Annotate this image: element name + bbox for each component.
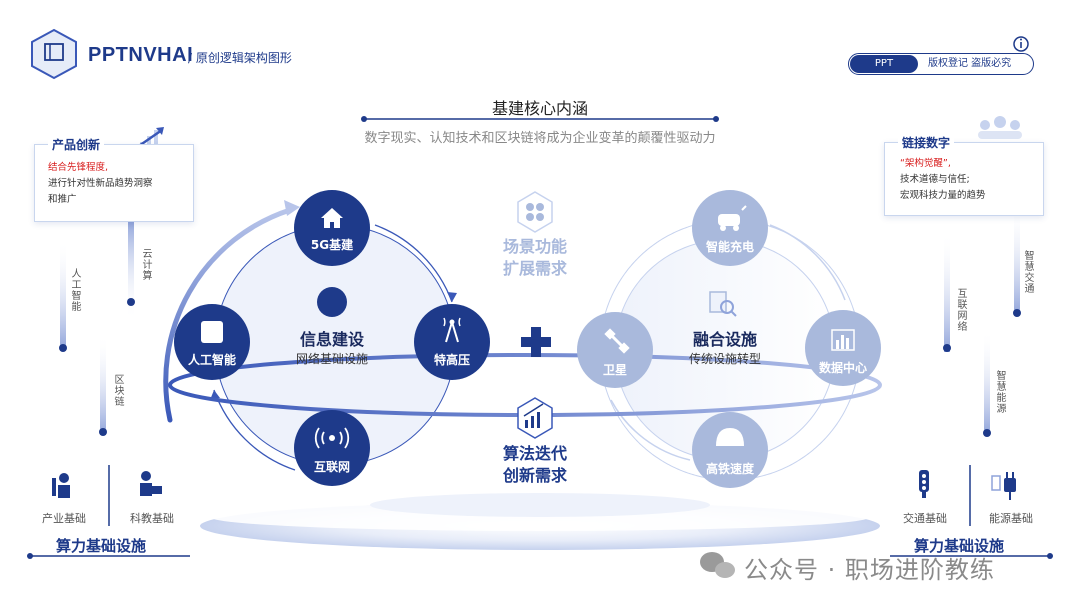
right-card-line3: 宏观科技力量的趋势 [900,190,986,201]
node-label-satellite: 卫星 [602,363,627,377]
pillar-label-ai: 人工智能 [69,268,80,312]
node-label-uhv: 特高压 [433,353,470,367]
right-pillars [943,205,1021,437]
bottom-left-item-education: 科教基础 [130,512,174,525]
node-label-5g: 5G基建 [310,238,354,252]
node-label-internet: 互联网 [313,460,350,474]
bottom-right-underline [890,553,1053,559]
traffic-light-icon [919,470,929,498]
info-icon [1013,36,1029,52]
brand-name: PPTNVHAI [88,44,194,66]
copyright-ppt-badge: PPT [850,55,918,73]
cube-logo-icon [31,28,77,80]
right-card-line2: 技术道德与信任; [900,174,970,185]
title-divider [361,116,719,122]
people-icon [978,116,1022,139]
scene-label-line2: 扩展需求 [502,259,567,278]
left-card-line2: 进行针对性新品趋势洞察 [48,178,153,189]
node-label-highspeed: 高铁速度 [705,462,754,476]
wechat-icon [700,552,735,578]
left-group-subtitle: 网络基础设施 [295,352,368,366]
pillar-label-traffic: 智慧交通 [1022,250,1033,294]
watermark-text: 公众号 · 职场进阶教练 [744,556,995,584]
wifi-icon [314,427,350,449]
right-group-title: 融合设施 [692,330,757,349]
brand-subtitle: / 原创逻辑架构图形 [188,51,292,65]
plug-icon [991,472,1016,500]
copyright-pill [848,53,1034,75]
page-title: 基建核心内涵 [491,99,588,118]
left-pillars [59,220,135,436]
left-group-title: 信息建设 [299,330,364,349]
pillar-label-blockchain: 区块链 [112,374,123,407]
growth-icon [517,397,553,439]
node-5g [294,190,370,266]
plus-icon [521,327,551,357]
node-ai [174,304,250,380]
pillar-label-network: 互联网络 [955,288,966,332]
bottom-left-underline [27,553,190,559]
bottom-right-item-traffic: 交通基础 [903,512,947,525]
teacher-icon [140,471,162,496]
search-doc-icon [709,291,737,317]
train-icon [716,428,744,446]
satellite-icon [604,328,630,354]
platform-base [200,493,880,550]
node-label-charging: 智能充电 [705,240,754,254]
center-dot [317,287,347,317]
bottom-left-item-industry: 产业基础 [42,512,86,525]
bar-chart-icon [831,329,855,351]
node-charging [692,190,768,266]
car-charge-icon [718,205,747,231]
left-info-card [34,144,194,222]
node-uhv [414,304,490,380]
node-label-ai: 人工智能 [187,353,236,367]
right-card-line1: “架构觉醒”, [900,158,951,169]
bottom-right-title: 算力基础设施 [914,537,1005,555]
right-card-title: 链接数字 [898,134,955,151]
left-card-line1: 结合先锋程度, [48,162,109,173]
algo-label-line1: 算法迭代 [502,444,567,463]
pillar-label-cloud: 云计算 [140,248,151,281]
node-internet [294,410,370,486]
page-subtitle: 数字现实、认知技术和区块链将成为企业变革的颠覆性驱动力 [364,131,716,146]
scene-label-line1: 场景功能 [502,237,567,256]
node-label-datacenter: 数据中心 [818,361,867,375]
copyright-text: 版权登记 盗版必究 [928,58,1012,69]
worker-icon [52,473,70,498]
bottom-left-title: 算力基础设施 [56,537,147,555]
chip-icon [201,321,223,343]
home-icon [321,208,343,228]
left-card-title: 产品创新 [48,136,105,153]
node-highspeed [692,412,768,488]
bottom-right-item-energy: 能源基础 [989,512,1033,525]
left-card-line3: 和推广 [48,194,77,205]
pillar-label-energy: 智慧能源 [994,370,1005,414]
clover-icon [517,191,553,233]
right-info-card [884,142,1044,216]
signal-tower-icon [443,317,461,343]
right-group-subtitle: 传统设施转型 [688,352,761,366]
node-datacenter [805,310,881,386]
algo-label-line2: 创新需求 [502,466,567,485]
node-satellite [577,312,653,388]
